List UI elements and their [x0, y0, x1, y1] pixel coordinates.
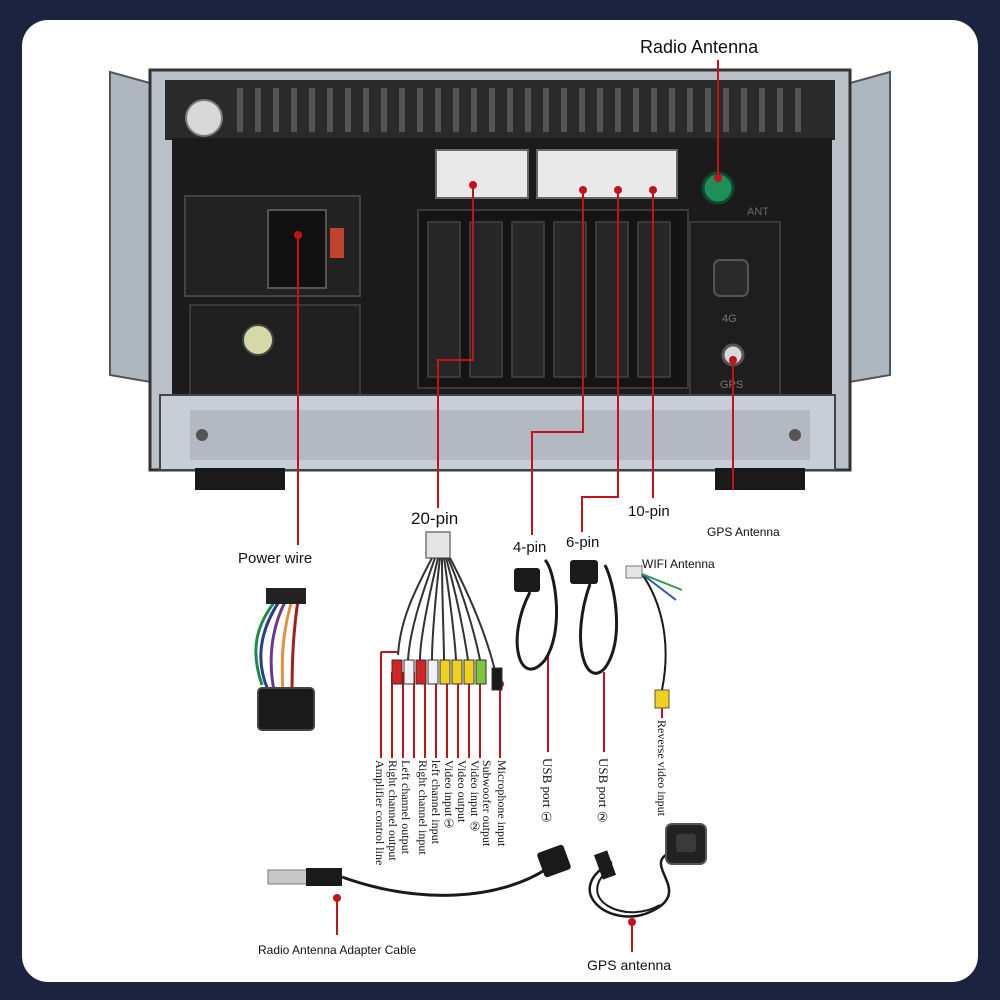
gps-antenna-module: [588, 823, 707, 918]
label-gps-antenna-top: GPS Antenna: [707, 525, 780, 539]
label-power-wire: Power wire: [238, 550, 313, 567]
unit-marking-gps: GPS: [720, 379, 743, 391]
rca-label-video-output: Video output: [455, 760, 469, 823]
label-wifi-antenna: WIFI Antenna: [642, 557, 715, 571]
usb-cable-1: [514, 558, 558, 671]
label-gps-antenna-bottom: GPS antenna: [587, 957, 672, 973]
label-usb-port-2: USB port ②: [596, 758, 611, 826]
rca-label-subwoofer-output: Subwoofer output: [480, 760, 494, 847]
rca-label-right-channel-output: Right channel output: [386, 760, 400, 861]
label-10-pin: 10-pin: [628, 503, 670, 520]
rca-label-microphone-input: Microphone input: [495, 760, 509, 847]
label-usb-port-1: USB port ①: [540, 758, 555, 826]
unit-marking-ant: ANT: [747, 206, 769, 218]
usb-cable-2: [570, 560, 618, 675]
rca-label-video-input-1: Video input①: [442, 760, 456, 831]
label-reverse-video-input: Reverse video input: [655, 720, 669, 816]
label-4-pin: 4-pin: [513, 539, 547, 556]
power-wire-harness: [254, 588, 315, 731]
wifi-reverse-cable: [625, 565, 683, 709]
label-radio-antenna: Radio Antenna: [640, 37, 759, 57]
leader-lines: [297, 60, 734, 952]
radio-antenna-adapter-cable: [267, 844, 571, 897]
unit-marking-4g: 4G: [722, 313, 737, 325]
rca-harness: [391, 531, 503, 691]
rca-label-right-channel-input: Right channel input: [416, 760, 430, 855]
label-6-pin: 6-pin: [566, 534, 600, 551]
rca-label-left-channel-output: Left channel output: [399, 760, 413, 854]
label-20-pin: 20-pin: [411, 509, 459, 528]
rca-label-left-channel-input: left channel input: [429, 760, 443, 844]
rca-label-amplifier-control: Amplifier control line: [373, 760, 387, 866]
label-radio-antenna-adapter-cable: Radio Antenna Adapter Cable: [258, 943, 417, 957]
head-unit: [109, 68, 891, 490]
rca-label-video-input-2: Video input ②: [468, 760, 482, 834]
